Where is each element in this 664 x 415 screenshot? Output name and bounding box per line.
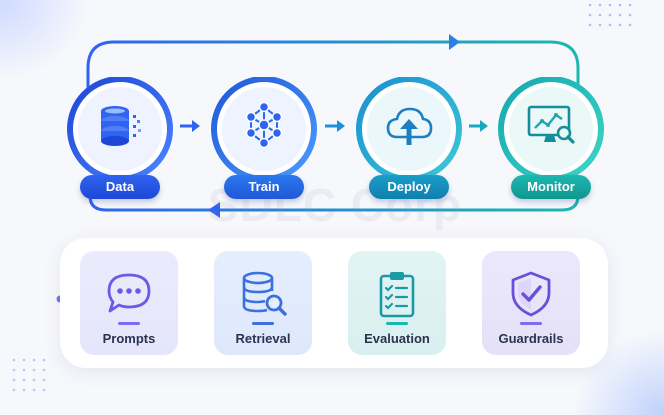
tool-card-retrieval: Retrieval [214, 251, 312, 355]
dot-grid-top-right [588, 3, 632, 27]
stage-label-train: Train [224, 175, 304, 199]
forward-loop-line [86, 40, 580, 92]
tool-card-guardrails: Guardrails [482, 251, 580, 355]
monitor-chart-icon [526, 101, 576, 151]
shield-check-icon [506, 269, 556, 319]
neural-network-icon [239, 101, 289, 151]
tool-card-evaluation: Evaluation [348, 251, 446, 355]
tool-card-prompts: Prompts [80, 251, 178, 355]
feedback-loop-line [88, 184, 580, 212]
cloud-upload-icon [384, 101, 434, 151]
tool-label-retrieval: Retrieval [235, 331, 291, 346]
tool-label-evaluation: Evaluation [364, 331, 430, 346]
database-search-icon [238, 269, 288, 319]
chat-bubble-icon [104, 269, 154, 319]
feedback-loop-arrowhead [208, 202, 220, 218]
card-accent-line [118, 322, 140, 325]
stage-label-monitor: Monitor [511, 175, 591, 199]
card-accent-line [520, 322, 542, 325]
stage-train: Train [208, 77, 320, 199]
clipboard-checklist-icon [372, 269, 422, 319]
card-accent-line [386, 322, 408, 325]
dot-grid-bottom-left [12, 358, 46, 392]
forward-loop-arrowhead [449, 34, 460, 50]
database-icon [95, 101, 145, 151]
card-accent-line [252, 322, 274, 325]
tool-label-prompts: Prompts [102, 331, 156, 346]
tool-label-guardrails: Guardrails [498, 331, 564, 346]
stage-data: Data [64, 77, 176, 199]
stage-deploy: Deploy [353, 77, 465, 199]
stage-label-data: Data [80, 175, 160, 199]
stage-label-deploy: Deploy [369, 175, 449, 199]
stage-monitor: Monitor [495, 77, 607, 199]
corner-glow-top-left [0, 0, 90, 80]
